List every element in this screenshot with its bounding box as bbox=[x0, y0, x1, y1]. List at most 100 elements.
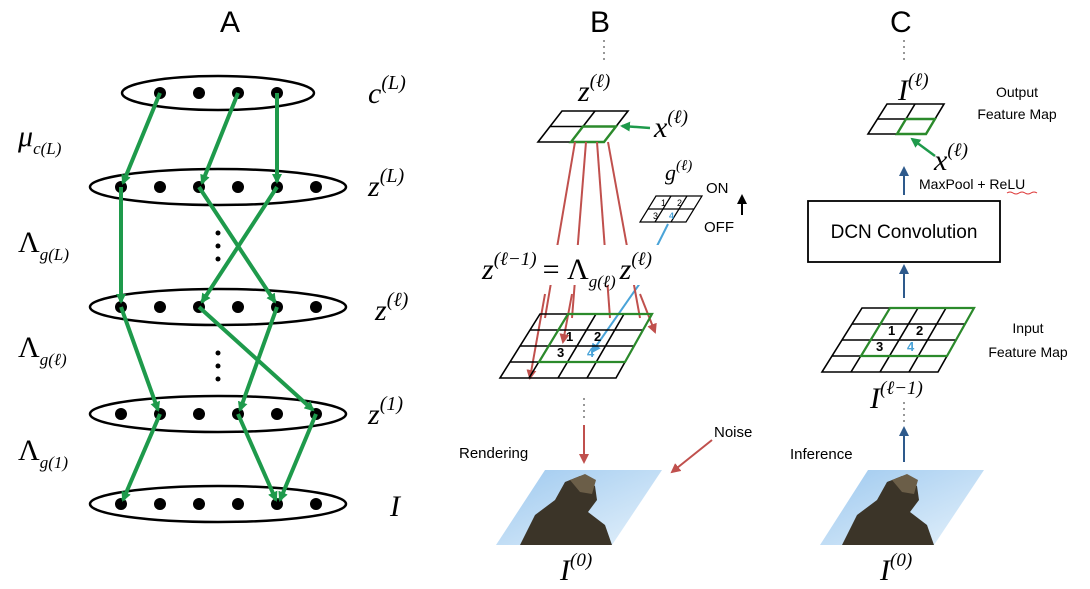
param-label-lambda-l: Λg(ℓ) bbox=[18, 331, 67, 369]
b-input-grid: 1 2 3 4 bbox=[498, 312, 654, 379]
c-grid-cell-4: 4 bbox=[907, 339, 915, 354]
edge-arrow bbox=[237, 306, 279, 412]
c-bottom-label: I(0) bbox=[879, 550, 912, 587]
c-grid-cell-2: 2 bbox=[916, 323, 923, 338]
b-grid-cell-3: 3 bbox=[557, 345, 564, 360]
c-x-label: x(ℓ) bbox=[933, 140, 968, 177]
ellipsis-dots-upper bbox=[215, 230, 221, 262]
node bbox=[193, 87, 205, 99]
b-top-feature-grid bbox=[536, 110, 630, 144]
edge-arrow bbox=[197, 305, 315, 412]
c-input-grid: 1 2 3 4 bbox=[820, 306, 976, 373]
equation-backdrop bbox=[478, 245, 718, 285]
edge-arrow bbox=[236, 413, 278, 502]
b-top-label: z(ℓ) bbox=[577, 71, 610, 108]
layer-ring-zl bbox=[88, 287, 348, 327]
node bbox=[310, 498, 322, 510]
b-grid-cell-1: 1 bbox=[566, 329, 573, 344]
layer-ring-zL bbox=[88, 167, 348, 207]
panel-a: A bbox=[17, 6, 409, 524]
node bbox=[115, 408, 127, 420]
layer-label-zl: z(ℓ) bbox=[374, 289, 409, 327]
b-bottom-label: I(0) bbox=[559, 550, 592, 587]
edge-arrow bbox=[200, 185, 279, 304]
param-label-lambda-1: Λg(1) bbox=[18, 434, 68, 472]
node bbox=[232, 498, 244, 510]
nodes-zl bbox=[115, 301, 322, 313]
switch-cell-4: 4 bbox=[669, 211, 674, 221]
nodes-z1 bbox=[115, 408, 322, 420]
b-x-label: x(ℓ) bbox=[653, 107, 688, 144]
b-x-arrow bbox=[620, 121, 651, 132]
edge-arrow bbox=[121, 413, 162, 502]
switch-cell-1: 1 bbox=[661, 198, 666, 208]
node bbox=[193, 408, 205, 420]
render-line bbox=[571, 141, 587, 319]
nodes-I bbox=[115, 498, 322, 510]
rendering-label: Rendering bbox=[459, 445, 528, 462]
panel-c: C I(ℓ) Output Feature Map x(ℓ) MaxPool +… bbox=[790, 6, 1068, 587]
input-label-line1: Input bbox=[1012, 320, 1043, 336]
b-switch-grid: 1 2 3 4 bbox=[638, 195, 704, 223]
panel-b: B z(ℓ) x(ℓ) g(ℓ) 1 2 3 4 ON OFF bbox=[459, 6, 752, 587]
param-label-mu: μc(L) bbox=[17, 120, 62, 158]
switch-cell-2: 2 bbox=[677, 198, 682, 208]
edge-arrow bbox=[278, 413, 318, 502]
node bbox=[232, 181, 244, 193]
switch-cell-3: 3 bbox=[653, 211, 658, 221]
layer-label-cL: c(L) bbox=[368, 72, 406, 110]
b-switch-connector bbox=[655, 223, 669, 249]
render-arrow bbox=[526, 293, 546, 380]
b-grid-cell-2: 2 bbox=[594, 329, 601, 344]
c-input-image bbox=[820, 470, 984, 545]
layer-ring-z1 bbox=[88, 394, 348, 434]
render-line bbox=[596, 141, 611, 319]
edge-arrow bbox=[197, 185, 277, 304]
node bbox=[154, 301, 166, 313]
input-label-line2: Feature Map bbox=[988, 344, 1068, 360]
output-label-line2: Feature Map bbox=[977, 106, 1057, 122]
b-g-label: g(ℓ) bbox=[665, 158, 692, 185]
c-x-arrow bbox=[910, 137, 936, 158]
panel-a-title: A bbox=[220, 6, 240, 39]
inference-label: Inference bbox=[790, 446, 853, 463]
render-line bbox=[544, 141, 576, 319]
maxpool-label: MaxPool + ReLU bbox=[919, 176, 1025, 192]
layer-label-zL: z(L) bbox=[367, 165, 404, 203]
b-equation: z(ℓ−1)= Λg(ℓ)z(ℓ) bbox=[481, 249, 652, 291]
node bbox=[310, 301, 322, 313]
b-grid-cell-4: 4 bbox=[587, 345, 595, 360]
node bbox=[154, 181, 166, 193]
b-on-label: ON bbox=[706, 180, 729, 197]
layer-ring-I bbox=[88, 484, 348, 524]
node bbox=[193, 498, 205, 510]
nodes-zL bbox=[115, 181, 322, 193]
c-mid-label: I(ℓ−1) bbox=[869, 378, 923, 415]
node bbox=[232, 301, 244, 313]
spellcheck-underline bbox=[1006, 191, 1038, 195]
c-grid-cell-3: 3 bbox=[876, 339, 883, 354]
layer-ring-cL bbox=[120, 74, 316, 112]
nodes-cL bbox=[154, 87, 283, 99]
layer-label-z1: z(1) bbox=[367, 393, 403, 431]
noise-label: Noise bbox=[714, 424, 752, 441]
c-output-grid bbox=[866, 103, 946, 136]
edge-arrow bbox=[200, 92, 240, 185]
render-arrow bbox=[559, 293, 573, 344]
b-off-label: OFF bbox=[704, 219, 734, 236]
dcn-convolution-box bbox=[807, 200, 1001, 263]
param-label-lambda-L: Λg(L) bbox=[18, 226, 69, 264]
b-input-image bbox=[496, 470, 662, 545]
node bbox=[271, 408, 283, 420]
panel-c-title: C bbox=[890, 6, 912, 39]
layer-label-I: I bbox=[389, 490, 402, 523]
render-line bbox=[607, 141, 641, 319]
dcn-convolution-label: DCN Convolution bbox=[831, 222, 978, 243]
c-grid-cell-1: 1 bbox=[888, 323, 895, 338]
edge-arrow bbox=[119, 306, 161, 412]
ellipsis-dots-lower bbox=[215, 350, 221, 382]
panel-b-title: B bbox=[590, 6, 610, 39]
output-label-line1: Output bbox=[996, 84, 1038, 100]
noise-arrow bbox=[670, 439, 713, 474]
